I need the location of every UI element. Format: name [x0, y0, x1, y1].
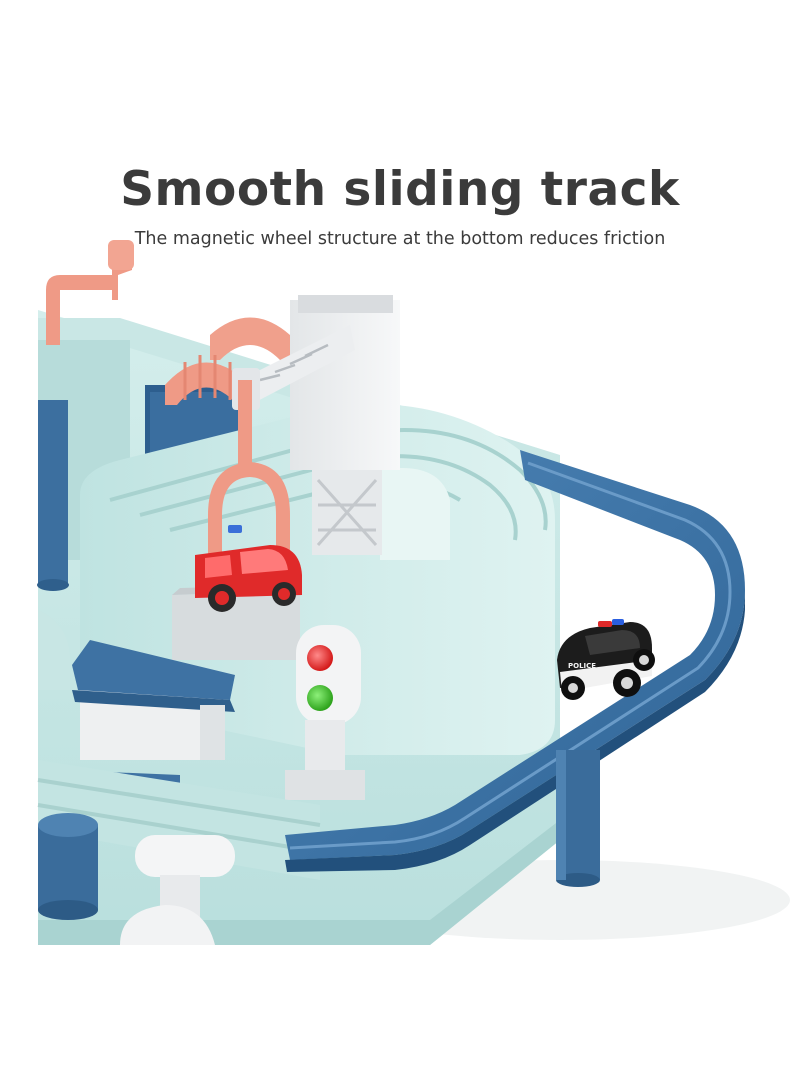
- subline: The magnetic wheel structure at the bott…: [134, 229, 666, 249]
- crane-tower: [232, 295, 400, 555]
- police-car: POLICE: [557, 619, 655, 700]
- blue-roof-house: [72, 640, 235, 760]
- left-blue-pillar: [38, 400, 68, 585]
- mint-base-front-edge: [38, 820, 560, 945]
- fire-truck: [195, 525, 302, 612]
- headline: Smooth sliding track: [120, 162, 680, 217]
- traffic-light: [285, 625, 365, 800]
- salmon-arch-back: [210, 317, 290, 360]
- white-lever: [120, 835, 235, 945]
- police-car-label: POLICE: [568, 662, 596, 670]
- blue-cylinder: [38, 813, 98, 920]
- blue-elevated-track: [285, 450, 745, 860]
